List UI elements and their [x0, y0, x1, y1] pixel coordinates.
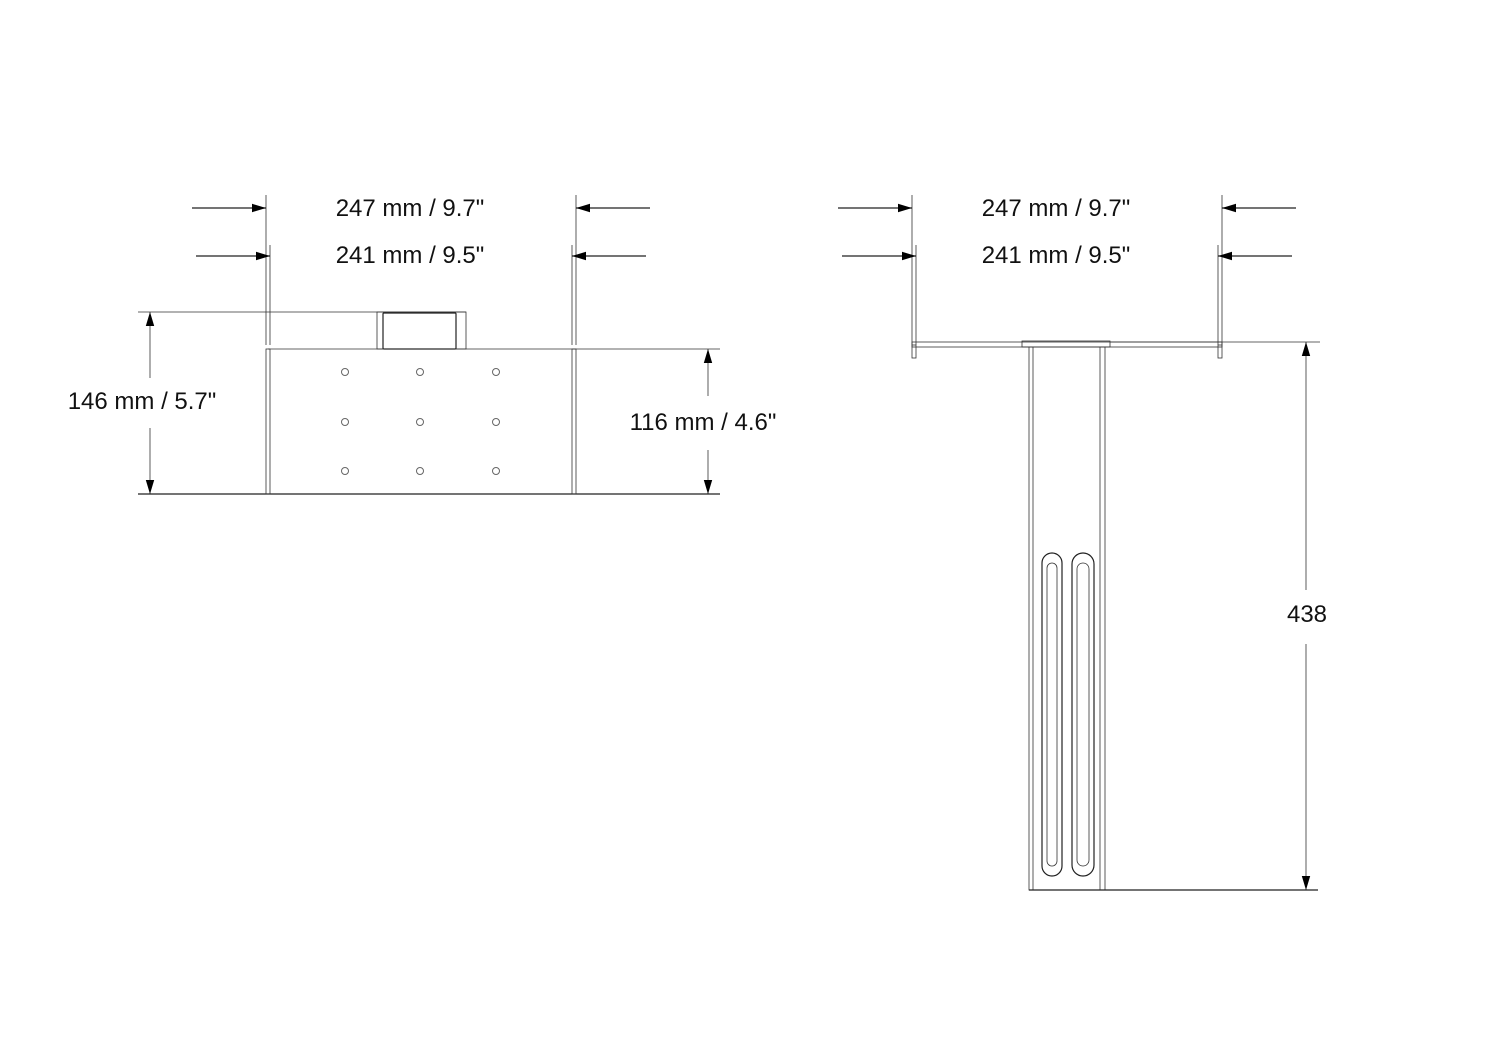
front-outer-width-dimension: 247 mm / 9.7": [192, 195, 650, 222]
side-bracket-body: [911, 340, 1320, 891]
side-extension-lines: [911, 195, 1223, 345]
front-extension-lines: [265, 195, 577, 345]
bracket-body: [138, 311, 720, 495]
mounting-holes: [341, 368, 500, 475]
front-plate-height-dimension: 116 mm / 4.6": [630, 349, 777, 494]
adjustment-slots: [1041, 552, 1095, 877]
front-total-height-dimension: 146 mm / 5.7": [68, 312, 217, 494]
front-inner-width-dimension: 241 mm / 9.5": [196, 242, 646, 269]
side-outer-width-dimension: 247 mm / 9.7": [838, 195, 1296, 222]
side-outer-width-label: 247 mm / 9.7": [982, 195, 1131, 222]
front-plate-height-label: 116 mm / 4.6": [630, 409, 777, 436]
front-total-height-label: 146 mm / 5.7": [68, 388, 217, 415]
front-view: 247 mm / 9.7" 241 mm / 9.5" 146 mm / 5.7: [68, 195, 777, 495]
side-length-dimension: 438: [1287, 342, 1327, 890]
front-inner-width-label: 241 mm / 9.5": [336, 242, 485, 269]
side-length-label: 438: [1287, 601, 1327, 628]
side-view: 247 mm / 9.7" 241 mm / 9.5": [838, 195, 1327, 891]
side-inner-width-dimension: 241 mm / 9.5": [842, 242, 1292, 269]
side-inner-width-label: 241 mm / 9.5": [982, 242, 1131, 269]
front-outer-width-label: 247 mm / 9.7": [336, 195, 485, 222]
